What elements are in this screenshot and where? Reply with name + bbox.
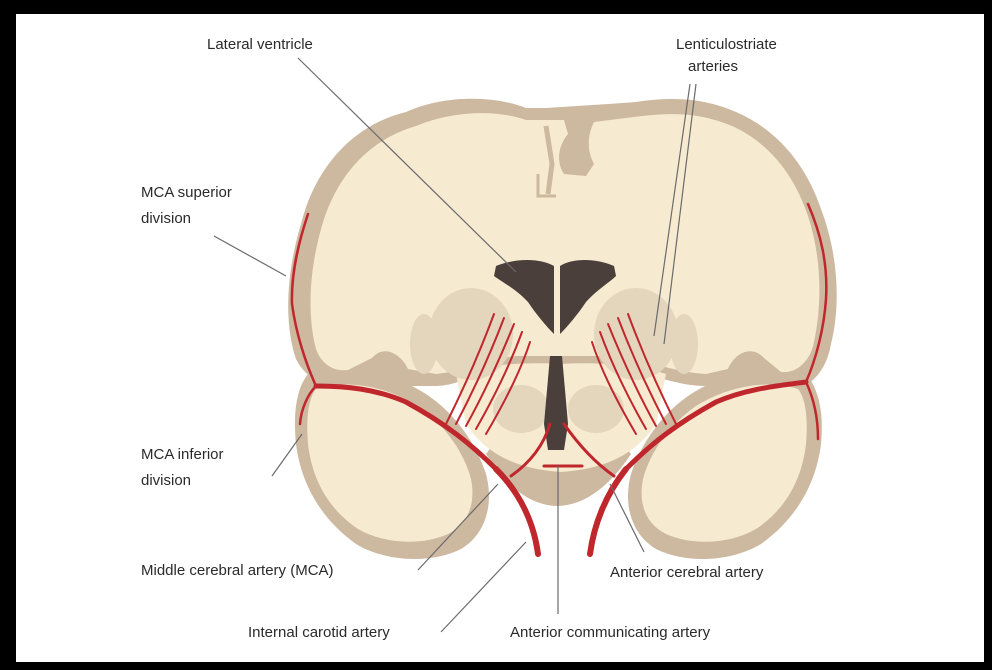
left-thalamus	[493, 385, 549, 433]
label-lateral-ventricle: Lateral ventricle	[207, 34, 313, 56]
label-lenticulostriate-line1: Lenticulostriate	[676, 34, 777, 56]
label-internal-carotid-artery: Internal carotid artery	[248, 622, 390, 644]
label-mca-superior-line2: division	[141, 208, 191, 230]
leader-mca-inferior	[272, 434, 302, 476]
leader-mca-superior	[214, 236, 286, 276]
left-insula	[410, 314, 438, 374]
label-anterior-communicating-artery: Anterior communicating artery	[510, 622, 710, 644]
label-mca-superior-line1: MCA superior	[141, 182, 232, 204]
label-mca-inferior-line2: division	[141, 470, 191, 492]
right-thalamus	[568, 385, 624, 433]
label-middle-cerebral-artery: Middle cerebral artery (MCA)	[141, 560, 334, 582]
label-lenticulostriate-line2: arteries	[688, 56, 738, 78]
left-basal-ganglia	[429, 288, 513, 380]
right-insula	[670, 314, 698, 374]
diagram-panel: Lateral ventricle Lenticulostriate arter…	[16, 14, 984, 662]
label-mca-inferior-line1: MCA inferior	[141, 444, 224, 466]
leader-internal-carotid-artery	[441, 542, 526, 632]
label-anterior-cerebral-artery: Anterior cerebral artery	[610, 562, 763, 584]
